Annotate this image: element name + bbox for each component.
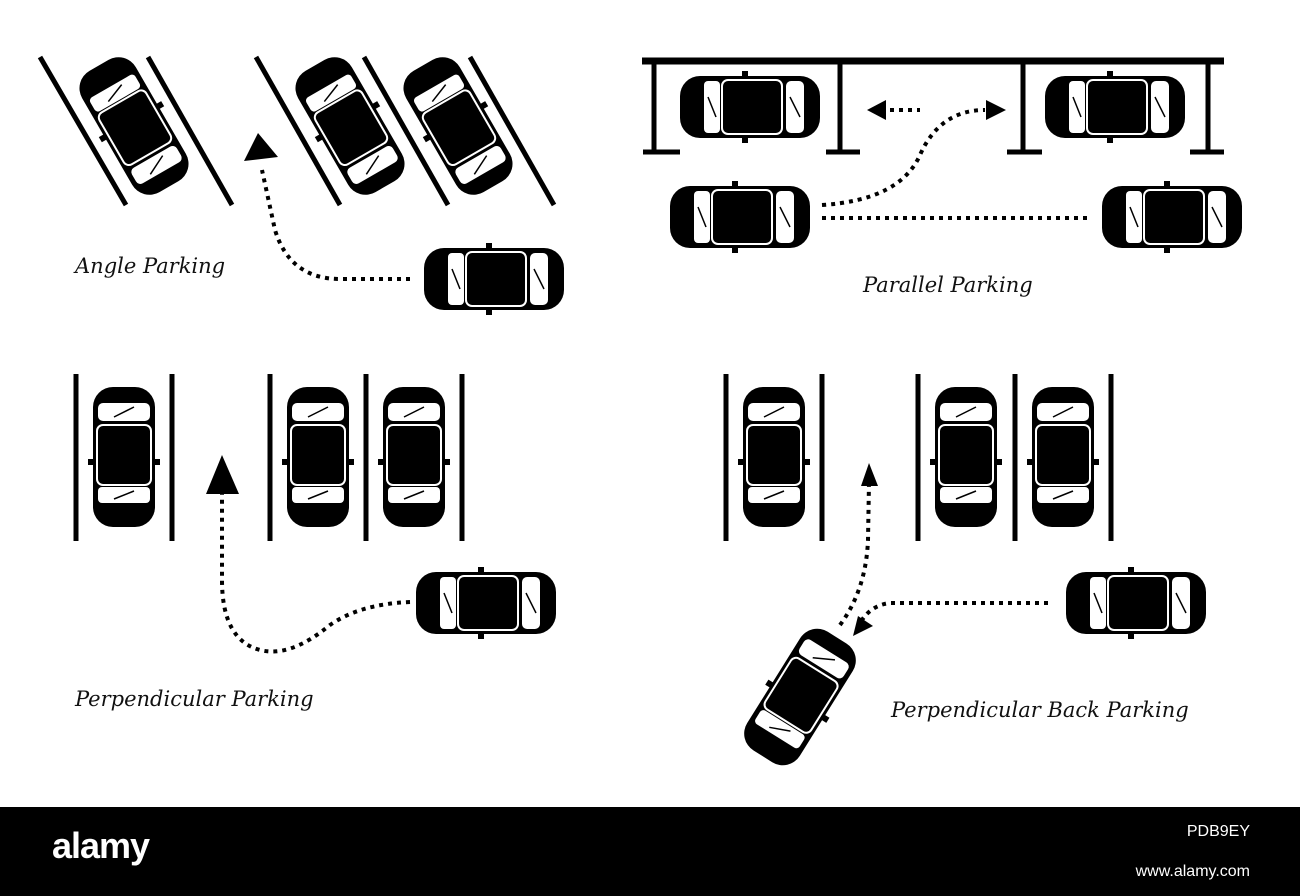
back-parked-car-1 — [737, 386, 811, 528]
parallel-parking-caption: Parallel Parking — [862, 273, 1033, 297]
parallel-parked-car-1 — [679, 70, 821, 144]
angle-approach-path — [260, 169, 410, 281]
angle-stall-line-1 — [37, 55, 129, 207]
back-parked-car-2 — [929, 386, 1003, 528]
parallel-parking-section: Parallel Parking — [642, 57, 1243, 297]
angle-parked-car-1 — [66, 46, 202, 206]
angle-stall-line-4 — [361, 55, 451, 207]
parallel-space-arrow-right-icon — [986, 100, 1006, 120]
perpendicular-parking-section: Perpendicular Parking — [73, 374, 557, 711]
parallel-space-arrow-left-icon — [867, 100, 886, 120]
back-forward-arrow-icon — [853, 616, 873, 636]
footer-brand-logo: alamy — [52, 825, 150, 866]
angle-arrow-head-icon — [244, 133, 278, 161]
back-approaching-car — [1065, 566, 1207, 640]
angle-parked-car-2 — [282, 46, 418, 206]
perp-approach-path — [220, 490, 411, 654]
parallel-parked-car-2 — [1044, 70, 1186, 144]
back-reverse-path — [838, 481, 871, 627]
angle-moving-car — [423, 242, 565, 316]
perp-arrow-head-icon — [206, 455, 239, 494]
perp-parked-car-2 — [281, 386, 355, 528]
parallel-car-ahead — [1101, 180, 1243, 254]
angle-stall-line-5 — [467, 55, 557, 207]
footer-url: www.alamy.com — [1135, 863, 1250, 880]
perp-parked-car-1 — [87, 386, 161, 528]
perp-parked-car-3 — [377, 386, 451, 528]
angle-stall-line-2 — [145, 55, 235, 207]
footer-image-id: PDB9EY — [1187, 823, 1250, 840]
perpendicular-parking-caption: Perpendicular Parking — [74, 687, 314, 711]
parallel-moving-car — [669, 180, 811, 254]
back-parked-car-3 — [1026, 386, 1100, 528]
back-reverse-arrow-icon — [861, 463, 878, 486]
parallel-entry-path — [821, 108, 986, 207]
back-parking-caption: Perpendicular Back Parking — [890, 698, 1189, 722]
angle-parked-car-3 — [390, 46, 526, 206]
angle-parking-caption: Angle Parking — [73, 254, 225, 278]
angle-stall-line-3 — [253, 55, 343, 207]
back-parking-section: Perpendicular Back Parking — [723, 374, 1207, 777]
angle-parking-section: Angle Parking — [37, 46, 565, 316]
perp-moving-car — [415, 566, 557, 640]
footer-bar: alamy PDB9EY www.alamy.com — [0, 807, 1300, 896]
back-reversing-car — [731, 617, 869, 777]
back-forward-path — [860, 601, 1048, 622]
